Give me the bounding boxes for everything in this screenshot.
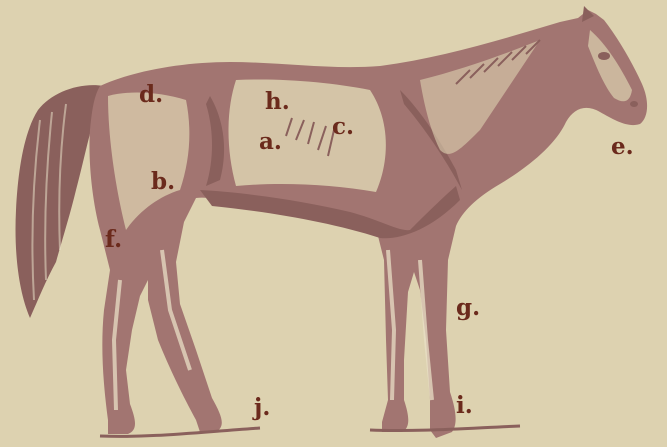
horse-eye bbox=[598, 52, 610, 60]
label-c: c. bbox=[332, 115, 354, 138]
label-d: d. bbox=[139, 83, 163, 106]
label-a: a. bbox=[259, 130, 282, 153]
label-e: e. bbox=[611, 135, 634, 158]
label-b: b. bbox=[151, 170, 175, 193]
horse-nostril bbox=[630, 101, 638, 107]
label-h: h. bbox=[265, 90, 290, 113]
label-f: f. bbox=[105, 228, 122, 251]
ground-shadow bbox=[100, 426, 520, 436]
label-j: j. bbox=[254, 396, 270, 419]
label-g: g. bbox=[456, 296, 480, 319]
label-i: i. bbox=[456, 394, 473, 417]
barrel-highlight bbox=[229, 79, 386, 192]
